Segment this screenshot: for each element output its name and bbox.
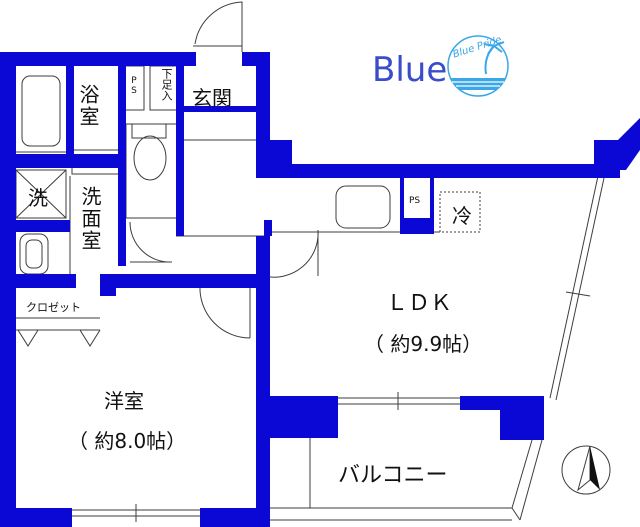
- balcony: バルコニー: [338, 463, 448, 488]
- pipe-space-kitchen: PS: [409, 196, 421, 206]
- brand-name: Blue: [372, 50, 448, 90]
- walls: [0, 52, 640, 527]
- washer-space: 洗: [28, 186, 48, 210]
- interior-lines: [15, 1, 605, 522]
- room-washroom: 洗面室: [78, 186, 102, 252]
- room-western-name: 洋室: [104, 389, 144, 413]
- room-entrance: 玄関: [192, 86, 232, 110]
- shoe-storage: 下足入: [160, 68, 173, 101]
- room-ldk-name: ＬＤＫ: [386, 291, 453, 316]
- brand-logo: [447, 35, 509, 97]
- fridge-space: 冷: [452, 204, 472, 228]
- closet: クロゼット: [26, 301, 81, 314]
- pipe-space-top: PS: [129, 76, 139, 96]
- room-ldk-size: （ 約9.9帖）: [364, 332, 483, 356]
- north-arrow-icon: [561, 445, 611, 495]
- room-bath: 浴室: [76, 84, 100, 128]
- room-western-size: （ 約8.0帖）: [68, 429, 187, 453]
